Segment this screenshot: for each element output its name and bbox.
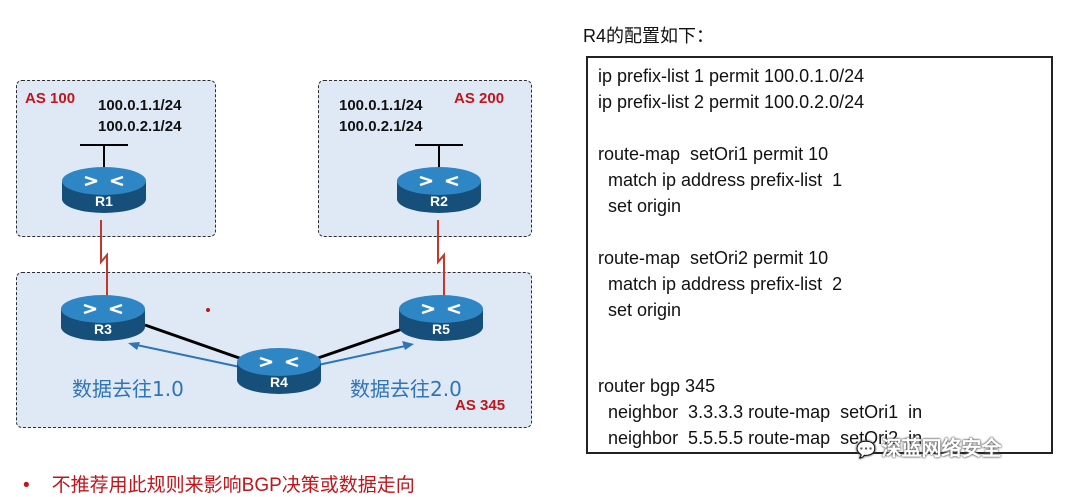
config-line: route-map setOri2 permit 10 <box>598 248 829 268</box>
r4-r5-link <box>317 326 406 360</box>
r2-r5-serial-link <box>437 220 445 298</box>
config-line: ip prefix-list 2 permit 100.0.2.0/24 <box>598 92 865 112</box>
flow-label-left: 数据去往1.0 <box>72 377 184 401</box>
as100-label: AS 100 <box>25 90 76 107</box>
as345-label: AS 345 <box>455 397 506 414</box>
router-icon <box>397 167 481 213</box>
as100-ip-2: 100.0.2.1/24 <box>98 118 182 135</box>
bullet-note-text: 不推荐用此规则来影响BGP决策或数据走向 <box>51 475 415 496</box>
config-line: neighbor 3.3.3.3 route-map setOri1 in <box>598 402 923 422</box>
config-line: match ip address prefix-list 2 <box>598 274 843 294</box>
config-line: set origin <box>598 300 682 320</box>
router-r5: R5 <box>398 293 484 345</box>
red-dot <box>206 308 210 312</box>
bullet-marker: • <box>23 475 30 496</box>
router-r5-name: R5 <box>432 321 450 337</box>
router-icon <box>237 348 321 394</box>
as200-ip-2: 100.0.2.1/24 <box>339 118 423 135</box>
router-r4: R4 <box>236 346 322 398</box>
config-line: match ip address prefix-list 1 <box>598 170 843 190</box>
flow-arrow-left <box>131 343 241 368</box>
router-r2: R2 <box>396 165 482 217</box>
watermark-text: 深蓝网络安全 <box>881 438 1002 460</box>
router-r2-name: R2 <box>430 193 448 209</box>
as200-label: AS 200 <box>454 90 505 107</box>
router-r3: R3 <box>60 293 146 345</box>
config-line: router bgp 345 <box>598 376 716 396</box>
config-line: neighbor 5.5.5.5 route-map setOri2 in <box>598 428 923 448</box>
flow-label-right: 数据去往2.0 <box>350 377 462 401</box>
router-r1: R1 <box>61 165 147 217</box>
config-title: R4的配置如下： <box>583 26 715 46</box>
config-line: ip prefix-list 1 permit 100.0.1.0/24 <box>598 66 865 86</box>
as200-ip-1: 100.0.1.1/24 <box>339 97 423 114</box>
r1-r3-serial-link <box>100 220 108 298</box>
router-r1-name: R1 <box>95 193 113 209</box>
router-r3-name: R3 <box>94 321 112 337</box>
router-r4-name: R4 <box>270 374 288 390</box>
watermark: 💬 深蓝网络安全 <box>856 432 1001 461</box>
r3-r4-link <box>144 323 246 362</box>
bullet-note: • 不推荐用此规则来影响BGP决策或数据走向 <box>23 470 415 497</box>
router-icon <box>62 167 146 213</box>
config-line: route-map setOri1 permit 10 <box>598 144 829 164</box>
config-line: set origin <box>598 196 682 216</box>
router-icon <box>61 295 145 341</box>
flow-arrow-right <box>317 344 411 366</box>
as100-ip-1: 100.0.1.1/24 <box>98 97 182 114</box>
router-icon <box>399 295 483 341</box>
wechat-icon: 💬 <box>856 442 876 459</box>
config-box: ip prefix-list 1 permit 100.0.1.0/24 ip … <box>586 56 1053 454</box>
